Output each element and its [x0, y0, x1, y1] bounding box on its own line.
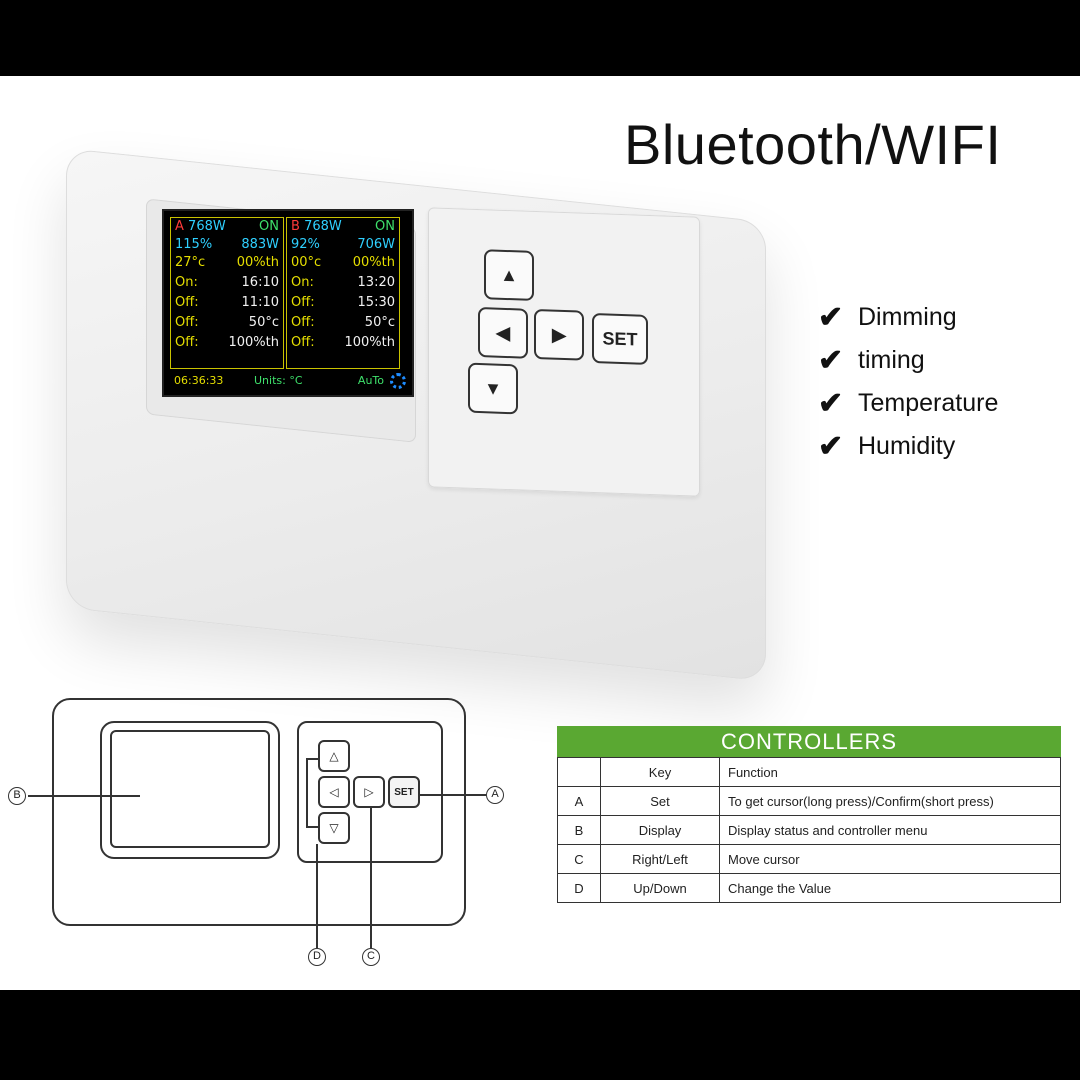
channel-b-off-label: Off:	[291, 295, 315, 310]
channel-b-humidity: 00%th	[352, 255, 395, 270]
device-display: A 768W ON 115% 883W 27°c 00%th On: 16:10 Off…	[162, 209, 414, 397]
channel-a-watts: 883W	[241, 237, 279, 252]
channel-a-off-humidity: 100%th	[228, 335, 279, 350]
set-button[interactable]: SET	[592, 312, 648, 365]
callout-d-label: D	[308, 948, 326, 966]
channel-a-off-time: 11:10	[241, 295, 279, 310]
up-button[interactable]: ▲	[484, 249, 534, 301]
channel-a-off-temp: 50°c	[248, 315, 279, 330]
controllers-title: CONTROLLERS	[557, 726, 1061, 757]
channel-b-watts: 706W	[357, 237, 395, 252]
callout-a-label: A	[486, 786, 504, 804]
device-keypad: ▲ ◀ ▶ SET ▼	[428, 207, 700, 497]
feature-item: ✔Dimming	[818, 301, 957, 334]
channel-a-power: 768W	[188, 219, 226, 234]
channel-b-status: ON	[375, 219, 395, 234]
check-icon: ✔	[818, 430, 844, 463]
channel-a-percent: 115%	[175, 237, 213, 252]
channel-b-power: 768W	[304, 219, 342, 234]
check-icon: ✔	[818, 301, 844, 334]
channel-a-off-label: Off:	[175, 295, 199, 310]
channel-b-off-humidity: 100%th	[344, 335, 395, 350]
table-header-row: Key Function	[557, 757, 1061, 787]
channel-b-off-label-2: Off:	[291, 315, 315, 330]
callout-c-label: C	[362, 948, 380, 966]
schematic-up-key: △	[318, 740, 350, 772]
feature-list: ✔Dimming ✔timing ✔Temperature ✔Humidity	[818, 296, 998, 468]
check-icon: ✔	[818, 387, 844, 420]
schematic-display-frame	[100, 721, 280, 859]
channel-b-off-temp: 50°c	[364, 315, 395, 330]
callout-a-line	[420, 794, 486, 796]
callout-c-line	[370, 808, 372, 948]
channel-a-on-label: On:	[175, 275, 198, 290]
gear-icon	[390, 373, 406, 389]
channel-b-panel: B 768W ON 92% 706W 00°c 00%th On: 13:20 Off:…	[286, 217, 400, 369]
schematic-left-key: ◁	[318, 776, 350, 808]
callout-d-line	[316, 844, 318, 948]
feature-item: ✔Humidity	[818, 430, 956, 463]
channel-a-off-label-3: Off:	[175, 335, 199, 350]
callout-b-line	[28, 795, 140, 797]
table-row: A Set To get cursor(long press)/Confirm(…	[557, 786, 1061, 816]
channel-a-on-time: 16:10	[241, 275, 279, 290]
callout-b-label: B	[8, 787, 26, 805]
channel-a-letter: A	[175, 219, 184, 234]
feature-item: ✔Temperature	[818, 387, 999, 420]
schematic-set-key: SET	[388, 776, 420, 808]
channel-b-on-time: 13:20	[357, 275, 395, 290]
product-image: Bluetooth/WIFI A 768W ON 115% 883W 27°c 00%…	[0, 76, 1080, 990]
key-column-header: Key	[600, 757, 720, 787]
channel-a-status: ON	[259, 219, 279, 234]
schematic-outline	[52, 698, 466, 926]
function-column-header: Function	[719, 757, 1061, 787]
feature-item: ✔timing	[818, 344, 925, 377]
display-mode: AuTo	[357, 374, 384, 387]
table-row: B Display Display status and controller …	[557, 815, 1061, 845]
channel-a-temp: 27°c	[175, 255, 206, 270]
schematic-display	[110, 730, 270, 848]
channel-b-letter: B	[291, 219, 300, 234]
left-button[interactable]: ◀	[478, 306, 528, 359]
schematic-down-key: ▽	[318, 812, 350, 844]
table-row: C Right/Left Move cursor	[557, 844, 1061, 874]
channel-b-off-time: 15:30	[357, 295, 395, 310]
channel-b-on-label: On:	[291, 275, 314, 290]
display-units: Units: °C	[254, 374, 303, 387]
down-button[interactable]: ▼	[468, 362, 518, 415]
channel-a-off-label-2: Off:	[175, 315, 199, 330]
check-icon: ✔	[818, 344, 844, 377]
table-row: D Up/Down Change the Value	[557, 873, 1061, 903]
bracket-line	[306, 758, 308, 828]
channel-a-humidity: 00%th	[236, 255, 279, 270]
channel-b-temp: 00°c	[291, 255, 322, 270]
display-clock: 06:36:33	[174, 374, 224, 387]
channel-b-off-label-3: Off:	[291, 335, 315, 350]
channel-a-panel: A 768W ON 115% 883W 27°c 00%th On: 16:10 Off…	[170, 217, 284, 369]
channel-b-percent: 92%	[291, 237, 320, 252]
right-button[interactable]: ▶	[534, 308, 584, 361]
schematic-right-key: ▷	[353, 776, 385, 808]
controllers-table: CONTROLLERS Key Function A Set To get cu…	[557, 726, 1061, 903]
headline: Bluetooth/WIFI	[624, 113, 1002, 176]
